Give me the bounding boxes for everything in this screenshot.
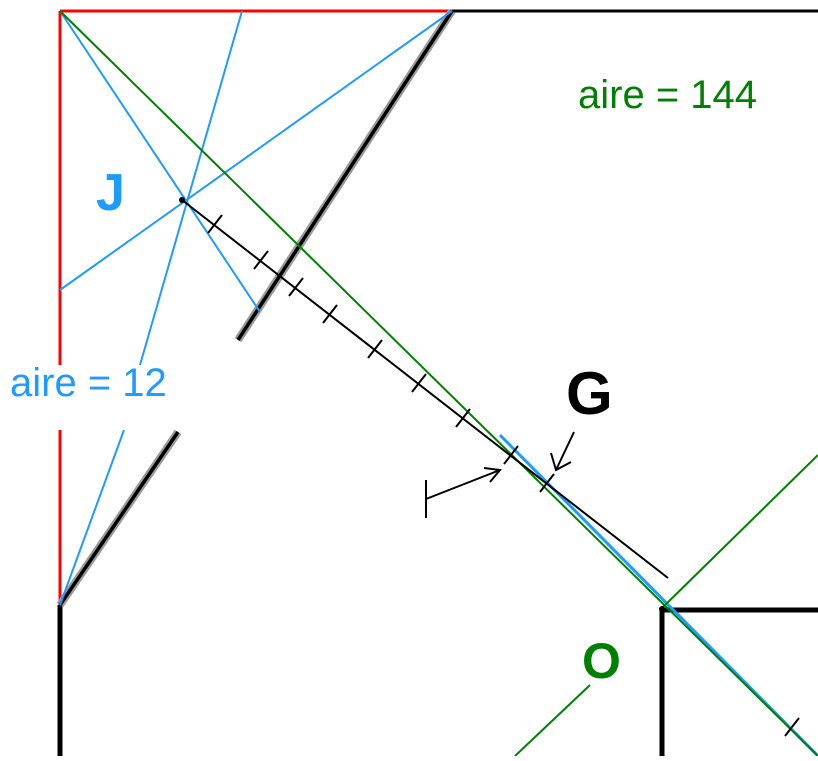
median-segment: [181, 199, 669, 579]
point-g-label: G: [566, 360, 613, 427]
point-j-label: J: [96, 164, 125, 222]
g-arrow: [550, 431, 575, 472]
diagonal-cut-line: [56, 8, 456, 608]
area-large-label: aire = 144: [578, 73, 757, 117]
median-tick-marks: [207, 214, 800, 737]
area-small-label: aire = 12: [10, 361, 167, 405]
blue-construction-lines: [59, 10, 818, 758]
point-o-label: O: [582, 633, 621, 689]
point-o-dot: [659, 606, 665, 612]
green-diagonal-lines: [59, 10, 818, 757]
k-arrow: [425, 467, 502, 518]
point-j-dot: [179, 197, 185, 203]
